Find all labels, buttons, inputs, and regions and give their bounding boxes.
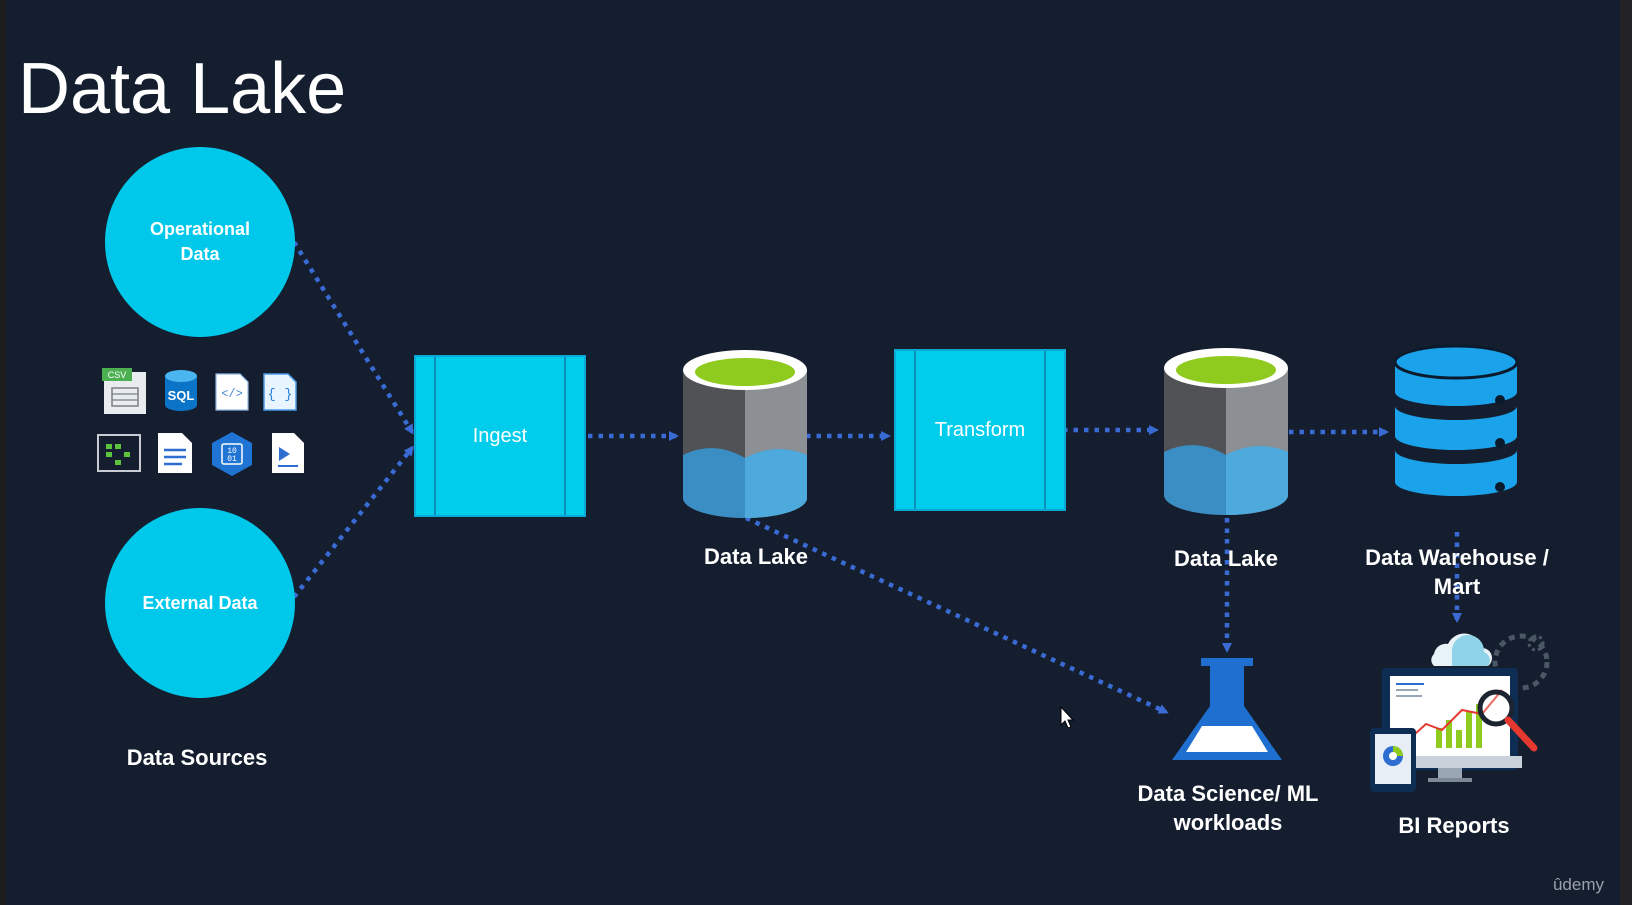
- binary-file-icon: 10 01: [212, 432, 252, 476]
- json-file-icon: { }: [263, 373, 297, 411]
- arrow-raw-lake-to-ml: [745, 515, 1169, 715]
- mouse-cursor-icon: [1060, 705, 1075, 729]
- xml-file-icon: </>: [215, 373, 249, 411]
- data-lake-curated-icon: [1164, 348, 1288, 515]
- data-lake-curated-label: Data Lake: [1174, 546, 1278, 571]
- flask-icon: [1172, 658, 1282, 760]
- data-lake-raw-icon: [683, 350, 807, 518]
- slide: Data Lake CSV: [6, 0, 1620, 905]
- svg-text:{ }: { }: [267, 387, 292, 403]
- arrow-external-to-ingest: [292, 445, 414, 599]
- svg-text:SQL: SQL: [168, 388, 195, 403]
- udemy-watermark: ûdemy: [1552, 875, 1604, 894]
- bi-reports-label: BI Reports: [1398, 813, 1510, 838]
- data-science-label: Data Science/ ML workloads: [1137, 781, 1319, 835]
- data-warehouse-icon: [1393, 344, 1519, 496]
- table-grid-icon: [97, 434, 141, 472]
- data-sources-caption: Data Sources: [126, 745, 268, 770]
- text-file-icon: [272, 433, 304, 473]
- ingest-box: Ingest: [414, 355, 586, 517]
- ingest-label: Ingest: [472, 424, 528, 447]
- document-icon: [158, 433, 192, 473]
- flow-diagram: CSV SQL </> { }: [97, 240, 1550, 792]
- svg-text:CSV: CSV: [108, 370, 127, 380]
- transform-box: Transform: [894, 349, 1066, 511]
- slide-title: Data Lake: [18, 49, 347, 129]
- sql-database-icon: SQL: [165, 370, 197, 411]
- external-data-circle: External Data: [105, 508, 295, 698]
- external-data-label: External Data: [142, 592, 258, 613]
- svg-text:10: 10: [227, 447, 237, 456]
- operational-data-circle: Operational Data: [105, 147, 295, 337]
- transform-label: Transform: [934, 418, 1026, 441]
- svg-text:01: 01: [227, 455, 237, 464]
- svg-text:</>: </>: [221, 387, 243, 401]
- data-lake-raw-label: Data Lake: [704, 544, 808, 569]
- csv-icon: CSV: [102, 368, 146, 414]
- bi-reports-icon: [1370, 633, 1550, 792]
- arrow-operational-to-ingest: [292, 240, 414, 435]
- data-warehouse-label: Data Warehouse / Mart: [1365, 545, 1549, 599]
- operational-data-label: Operational Data: [149, 219, 251, 264]
- window-edge: [1620, 0, 1632, 905]
